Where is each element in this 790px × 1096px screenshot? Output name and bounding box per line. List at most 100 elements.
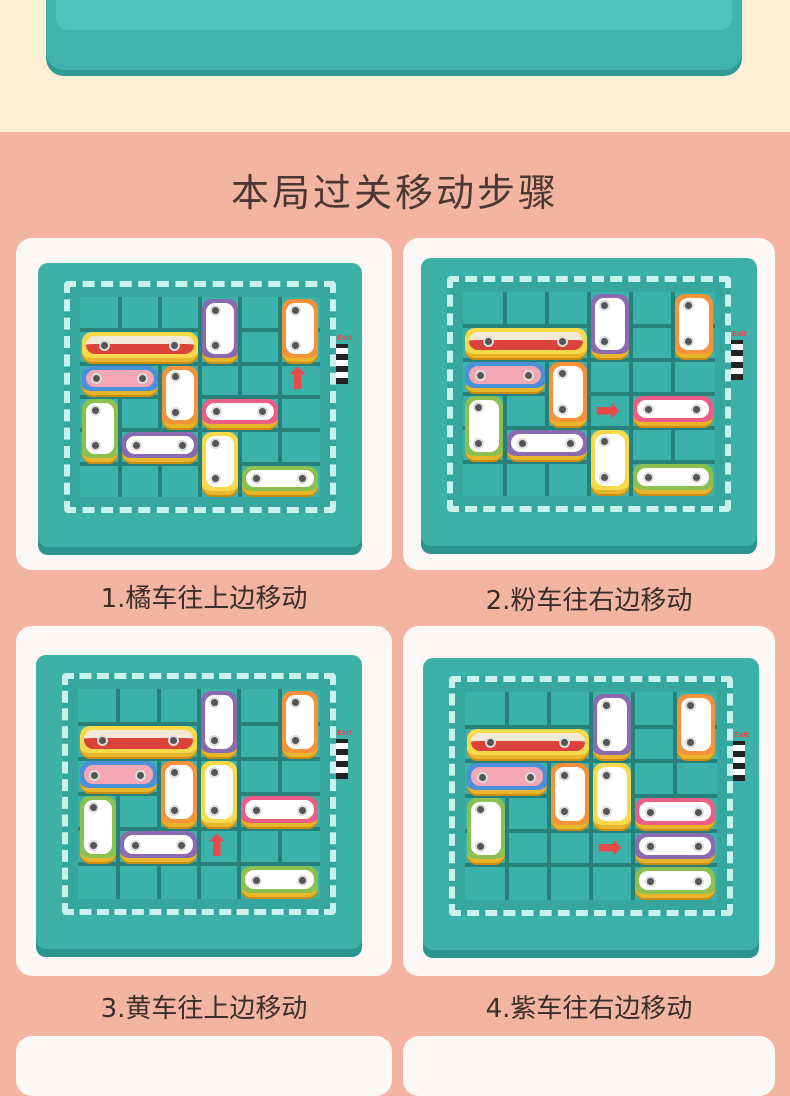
wheel-icon — [523, 370, 534, 381]
wheel-icon — [210, 339, 221, 351]
food-truck-piece — [80, 761, 157, 792]
wheel-icon — [599, 472, 610, 483]
wheel-icon — [209, 734, 220, 746]
green-car-piece — [82, 399, 118, 462]
food-truck-piece — [467, 763, 547, 794]
purple-car-piece — [507, 430, 587, 460]
wheel-icon — [556, 336, 568, 347]
wheel-icon — [209, 767, 220, 779]
step-card-5 — [16, 1036, 392, 1096]
wheel-icon — [558, 737, 570, 749]
wheel-icon — [475, 370, 486, 381]
wheel-icon — [170, 406, 181, 418]
exit-label: Exit — [336, 729, 352, 737]
orange-car-piece — [549, 362, 587, 426]
wheel-icon — [251, 472, 263, 484]
wheel-icon — [168, 767, 180, 779]
wheel-icon — [168, 339, 180, 351]
board-grid: ⬆ — [78, 689, 320, 899]
purple-car-piece — [201, 691, 238, 757]
wheel-icon — [601, 737, 612, 749]
wheel-icon — [483, 336, 495, 347]
purple-car-piece — [593, 694, 631, 760]
exit-flag-icon — [336, 343, 348, 384]
exit-flag-icon — [731, 340, 743, 380]
bus-piece — [465, 328, 587, 358]
wheel-icon — [599, 300, 610, 311]
wheel-icon — [485, 737, 497, 749]
wheel-icon — [250, 805, 262, 816]
purple-car-piece — [122, 432, 198, 462]
wheel-icon — [296, 472, 308, 484]
wheel-icon — [565, 438, 576, 449]
green-car-piece — [465, 396, 503, 460]
wheel-icon — [250, 875, 262, 886]
wheel-icon — [473, 402, 484, 413]
wheel-icon — [97, 735, 109, 746]
orange-car-piece — [281, 691, 318, 757]
puzzle-board: ➡Exit — [423, 658, 759, 950]
step-card-6 — [403, 1036, 775, 1096]
bus-piece — [80, 726, 197, 757]
wheel-icon — [525, 771, 536, 783]
bus-piece — [467, 728, 589, 760]
previous-section — [0, 0, 790, 132]
wheel-icon — [176, 439, 188, 451]
food-truck-piece — [465, 362, 545, 392]
wheel-icon — [557, 404, 568, 415]
wheel-icon — [645, 806, 656, 818]
wheel-icon — [209, 697, 220, 709]
wheel-icon — [88, 802, 99, 814]
wheel-icon — [296, 805, 308, 816]
wheel-icon — [129, 840, 141, 851]
pink-car-piece — [635, 798, 715, 829]
wheel-icon — [693, 841, 704, 853]
wheel-icon — [475, 841, 486, 853]
arrow-up-icon: ⬆ — [285, 362, 311, 398]
wheel-icon — [693, 875, 704, 887]
orange-car-piece — [160, 761, 197, 827]
wheel-icon — [167, 735, 179, 746]
wheel-icon — [559, 806, 570, 818]
wheel-icon — [289, 697, 301, 709]
wheel-icon — [136, 372, 148, 384]
wheel-icon — [91, 372, 103, 384]
green-car-piece — [635, 867, 715, 898]
wheel-icon — [601, 700, 612, 712]
step-caption-1: 1.橘车往上边移动 — [100, 584, 308, 614]
wheel-icon — [685, 737, 696, 749]
wheel-icon — [475, 804, 486, 816]
wheel-icon — [211, 406, 223, 418]
puzzle-board: ➡Exit — [421, 258, 757, 546]
bus-piece — [82, 332, 198, 362]
board-grid: ⬆ — [80, 297, 320, 497]
arrow-right-icon: ➡ — [595, 393, 621, 428]
step-caption-3: 3.黄车往上边移动 — [100, 994, 308, 1024]
exit-flag-icon — [336, 739, 348, 779]
wheel-icon — [685, 700, 696, 712]
page-title: 本局过关移动步骤 — [230, 171, 559, 215]
wheel-icon — [691, 404, 702, 415]
wheel-icon — [477, 771, 488, 783]
orange-car-piece — [551, 763, 589, 829]
wheel-icon — [99, 339, 111, 351]
wheel-icon — [643, 404, 654, 415]
wheel-icon — [170, 371, 181, 383]
wheel-icon — [210, 438, 221, 450]
wheel-icon — [290, 304, 301, 316]
purple-car-piece — [120, 831, 197, 862]
green-car-piece — [633, 464, 713, 494]
wheel-icon — [296, 875, 308, 886]
wheel-icon — [599, 336, 610, 347]
pink-car-piece — [633, 396, 713, 426]
wheel-icon — [601, 769, 612, 781]
wheel-icon — [559, 769, 570, 781]
wheel-icon — [135, 770, 147, 781]
puzzle-board: ⬆Exit — [38, 263, 362, 547]
wheel-icon — [89, 770, 101, 781]
orange-car-piece — [677, 694, 715, 760]
board-grid: ➡ — [465, 692, 717, 900]
food-truck-piece — [82, 365, 158, 395]
purple-car-piece — [202, 299, 238, 362]
wheel-icon — [643, 472, 654, 483]
